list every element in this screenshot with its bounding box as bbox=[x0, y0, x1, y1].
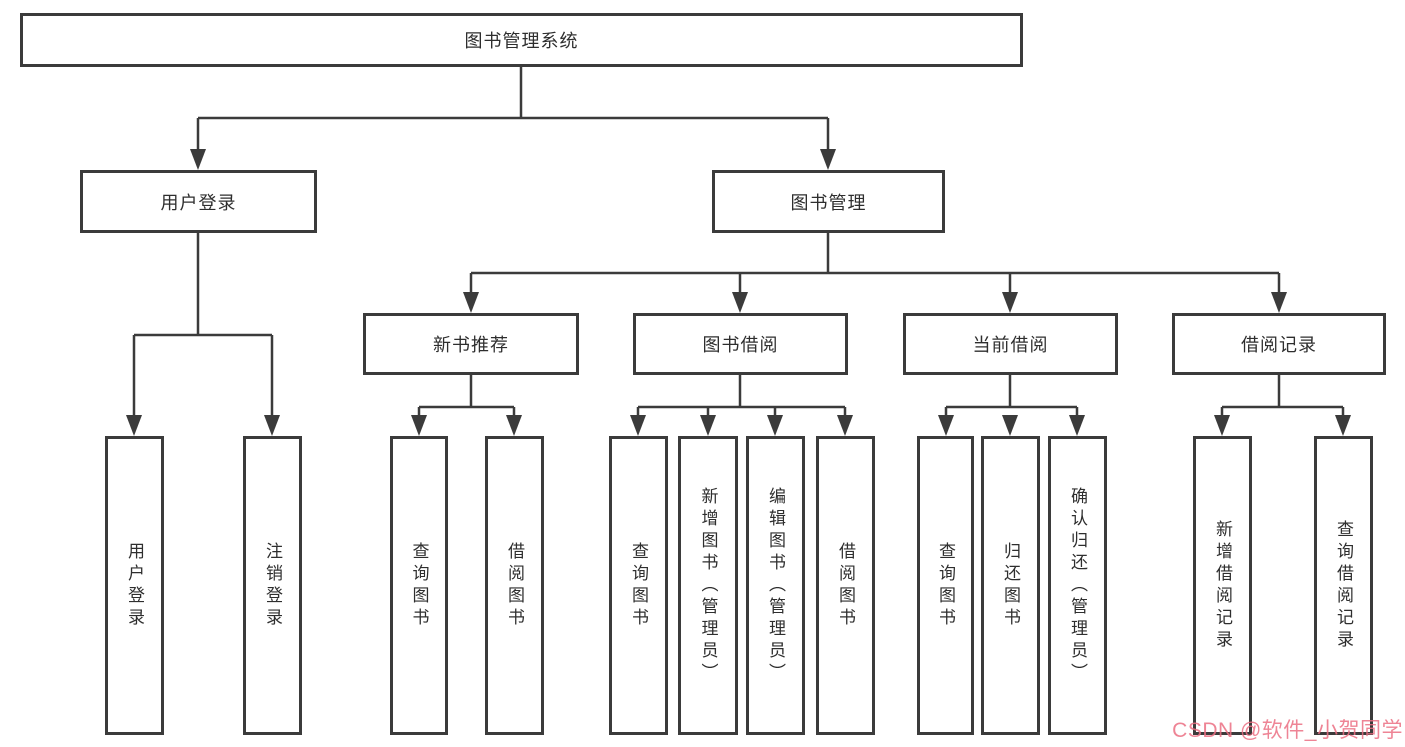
node-label: 图书借阅 bbox=[702, 335, 779, 355]
node-label: 图书管理 bbox=[790, 192, 867, 213]
leaf-confirm-return-admin: 确认归还（管理员） bbox=[1048, 436, 1107, 735]
node-book-management-module: 图书管理 bbox=[712, 170, 945, 233]
node-user-login-module: 用户登录 bbox=[80, 170, 317, 233]
node-label: 借阅记录 bbox=[1241, 335, 1317, 355]
csdn-watermark: CSDN @软件_小贺同学 bbox=[1172, 719, 1403, 742]
node-label: 编辑图书（管理员） bbox=[766, 486, 785, 685]
node-label: 查询图书 bbox=[629, 541, 648, 630]
node-label: 查询借阅记录 bbox=[1334, 519, 1353, 652]
node-label: 当前借阅 bbox=[972, 335, 1049, 355]
node-label: 新增借阅记录 bbox=[1213, 519, 1232, 652]
node-label: 图书管理系统 bbox=[464, 31, 579, 51]
leaf-edit-books-admin: 编辑图书（管理员） bbox=[746, 436, 805, 735]
node-new-book-recommendation: 新书推荐 bbox=[363, 313, 579, 375]
leaf-borrow-books-recommend: 借阅图书 bbox=[485, 436, 544, 735]
node-borrowing-records: 借阅记录 bbox=[1172, 313, 1386, 375]
leaf-return-books: 归还图书 bbox=[981, 436, 1040, 735]
node-book-borrowing: 图书借阅 bbox=[633, 313, 848, 375]
node-label: 查询图书 bbox=[936, 541, 955, 630]
leaf-add-books-admin: 新增图书（管理员） bbox=[678, 436, 738, 735]
leaf-query-borrow-record: 查询借阅记录 bbox=[1314, 436, 1373, 735]
leaf-add-borrow-record: 新增借阅记录 bbox=[1193, 436, 1252, 735]
node-label: 借阅图书 bbox=[836, 541, 855, 630]
node-label: 用户登录 bbox=[160, 192, 237, 213]
leaf-query-books-current: 查询图书 bbox=[917, 436, 974, 735]
arrowheads bbox=[126, 149, 1351, 436]
node-label: 借阅图书 bbox=[505, 541, 524, 630]
node-label: 查询图书 bbox=[409, 541, 429, 630]
node-current-borrowing: 当前借阅 bbox=[903, 313, 1118, 375]
leaf-borrow-books-borrowing: 借阅图书 bbox=[816, 436, 875, 735]
leaf-user-login: 用户登录 bbox=[105, 436, 164, 735]
leaf-query-books-borrowing: 查询图书 bbox=[609, 436, 668, 735]
node-label: 用户登录 bbox=[125, 541, 144, 630]
node-label: 注销登录 bbox=[263, 541, 282, 630]
node-label: 确认归还（管理员） bbox=[1068, 486, 1087, 685]
node-label: 新书推荐 bbox=[433, 335, 509, 355]
node-label: 归还图书 bbox=[1001, 541, 1020, 630]
node-root-system: 图书管理系统 bbox=[20, 13, 1023, 67]
leaf-query-books-recommend: 查询图书 bbox=[390, 436, 448, 735]
node-label: 新增图书（管理员） bbox=[698, 486, 718, 685]
leaf-logout: 注销登录 bbox=[243, 436, 302, 735]
